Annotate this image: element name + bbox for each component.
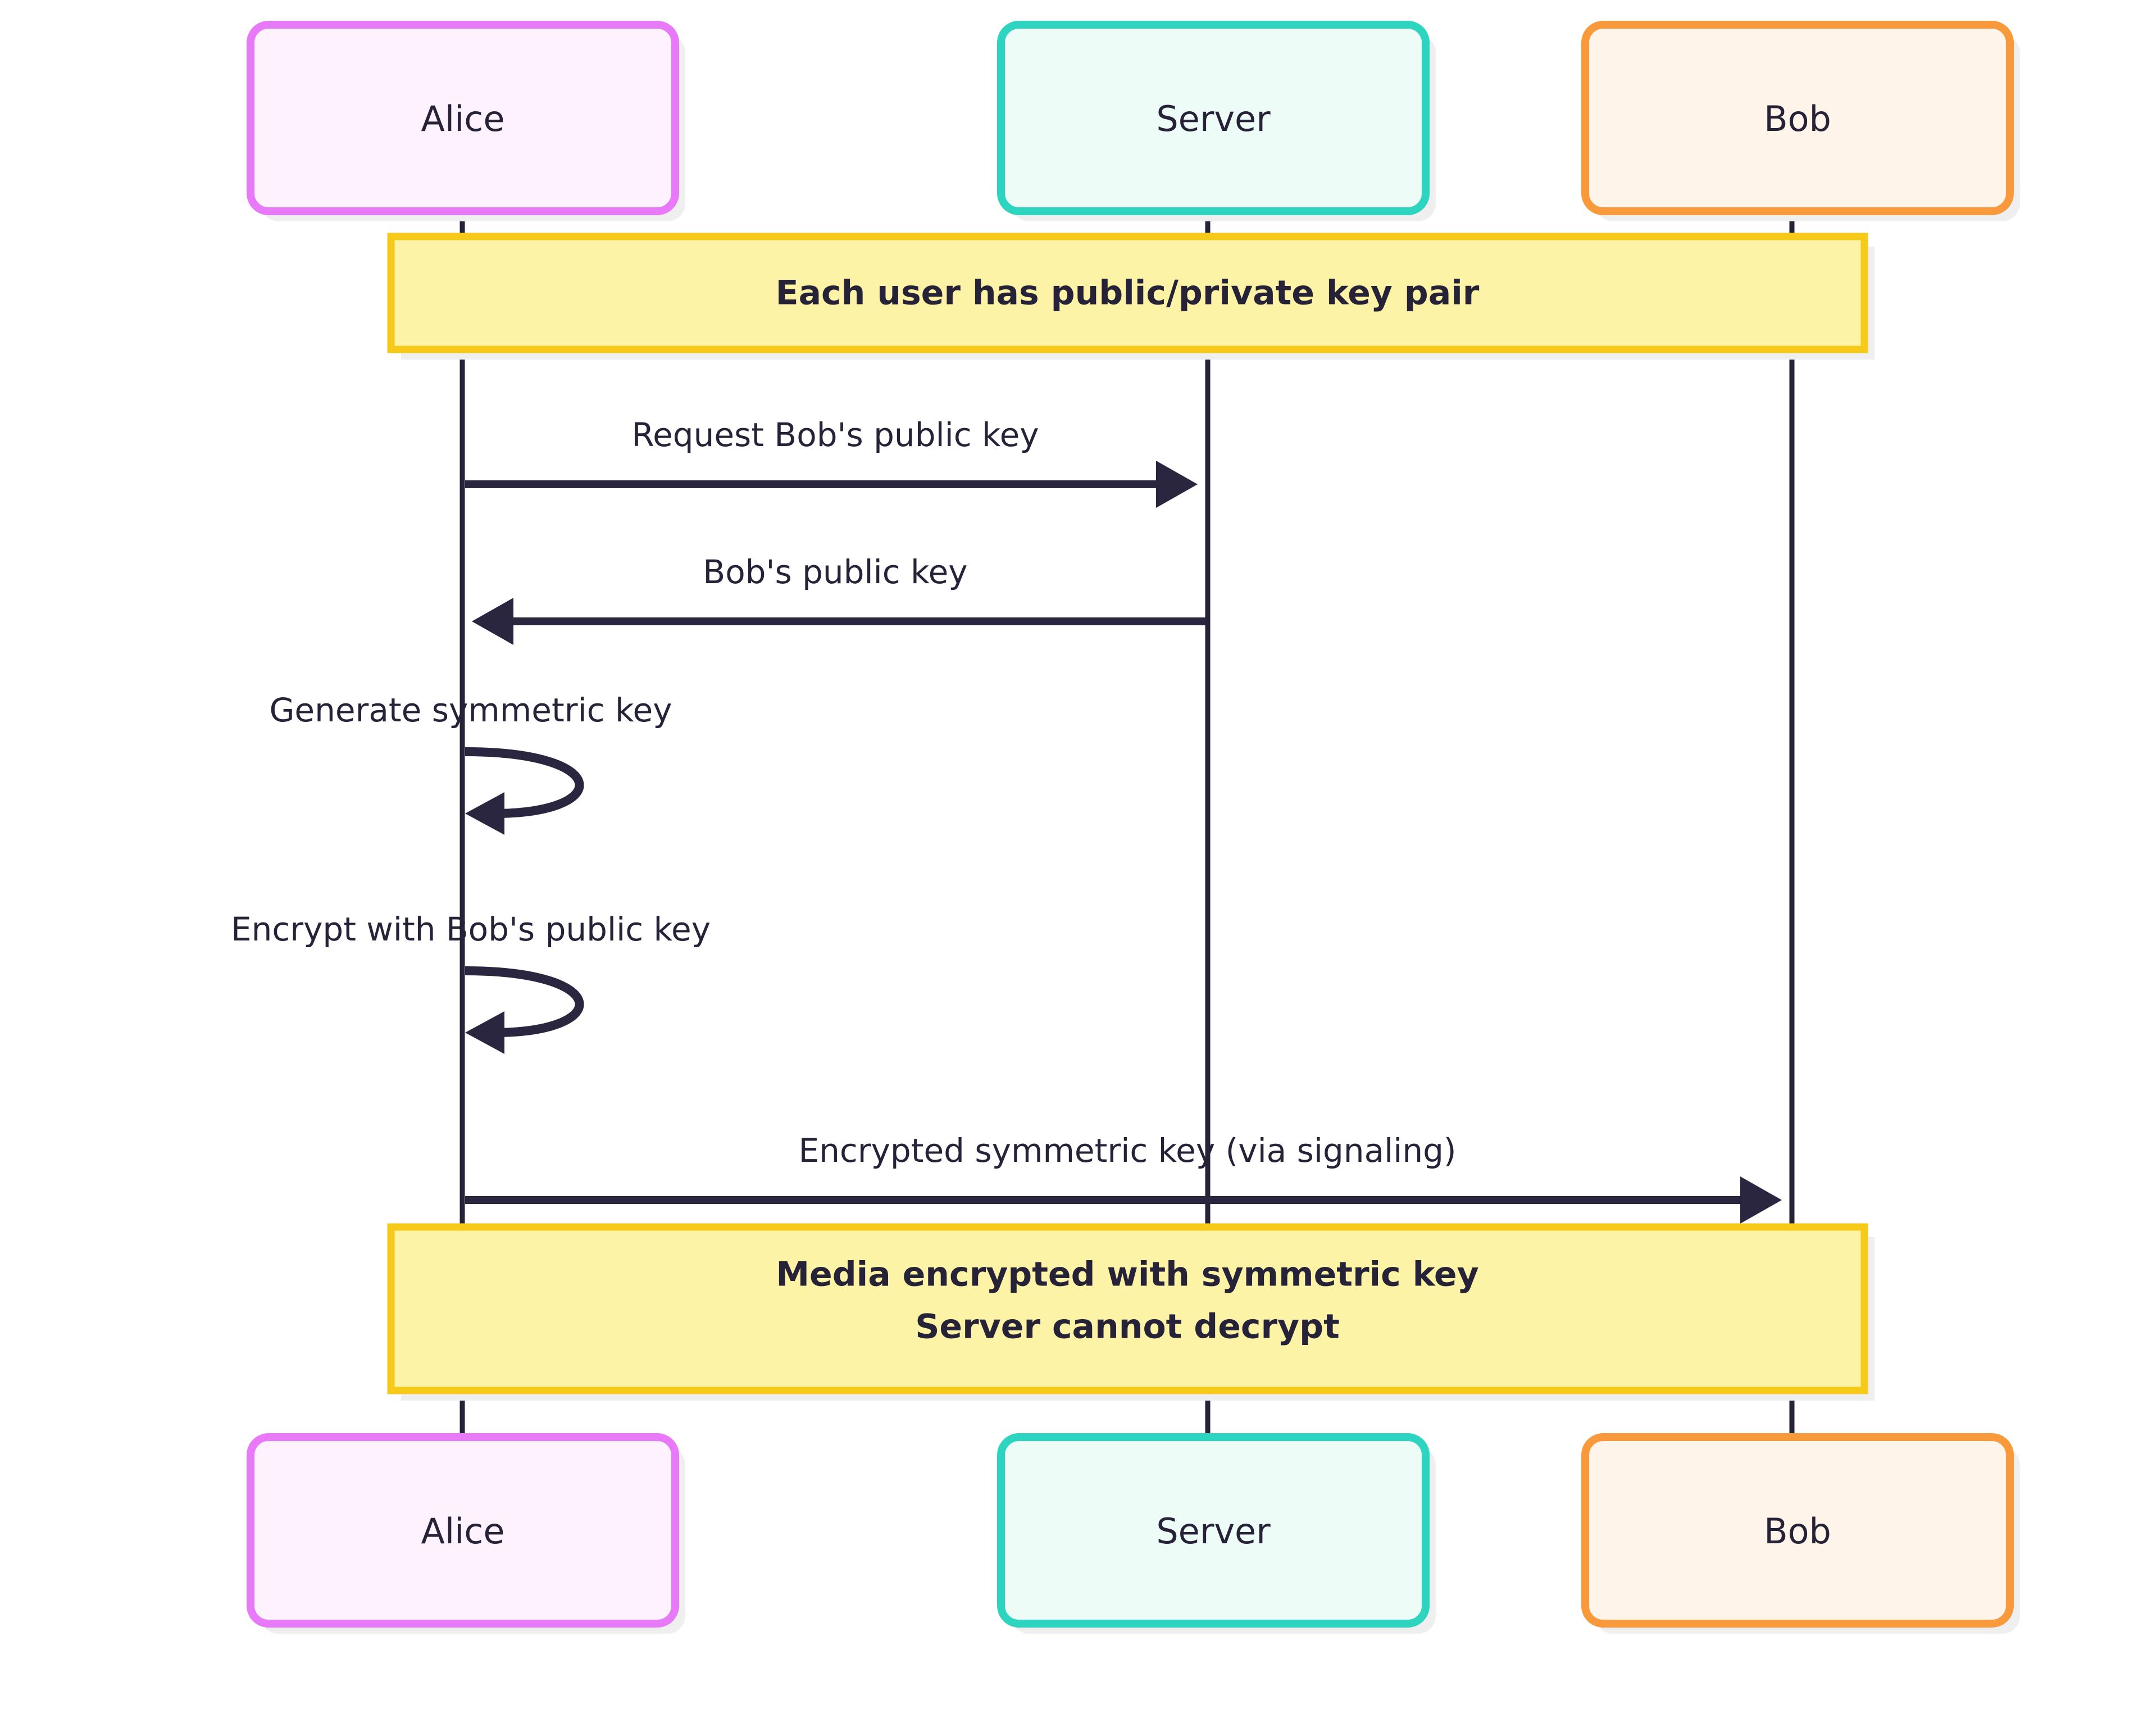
actor-box-bottom-server[interactable]: Server [997,1433,1436,1634]
actor-box-top-alice[interactable]: Alice [247,21,685,221]
arrowhead-left-icon [472,598,513,645]
message-label: Bob's public key [703,553,967,591]
note-text-line: Media encrypted with symmetric key [776,1255,1478,1294]
actor-box-top-bob[interactable]: Bob [1581,21,2020,221]
actor-box-top-server[interactable]: Server [997,21,1436,221]
note-rect [387,233,1868,353]
self-loop-path [465,747,584,818]
actor-label-alice: Alice [421,1511,504,1552]
actor-box-bottom-bob[interactable]: Bob [1581,1433,2020,1634]
message-label: Encrypted symmetric key (via signaling) [798,1131,1456,1170]
arrowhead-right-icon [1156,461,1198,508]
note-rect [387,1223,1868,1394]
note-text-line: Each user has public/private key pair [776,274,1480,313]
actor-label-server: Server [1156,98,1271,139]
message-request-bob-key: Request Bob's public key [465,416,1198,508]
message-bob-public-key: Bob's public key [472,553,1205,645]
actor-box-rect [247,1433,679,1628]
arrowhead-left-icon [465,1011,504,1054]
self-loop-path [465,966,584,1037]
message-label: Encrypt with Bob's public key [231,910,711,948]
message-label: Generate symmetric key [269,691,672,729]
actor-label-bob: Bob [1764,1511,1831,1552]
message-generate-symmetric-key: Generate symmetric key [269,691,672,835]
message-encrypted-symmetric-key: Encrypted symmetric key (via signaling) [465,1131,1782,1224]
message-label: Request Bob's public key [631,416,1039,454]
actor-box-rect [247,21,679,215]
actor-label-server: Server [1156,1511,1271,1552]
note-text-line: Server cannot decrypt [915,1307,1340,1347]
actor-label-bob: Bob [1764,98,1831,139]
actor-box-rect [1581,1433,2014,1628]
message-encrypt-with-bob-key: Encrypt with Bob's public key [231,910,711,1054]
actor-label-alice: Alice [421,98,504,139]
actor-box-rect [997,21,1430,215]
actor-box-rect [997,1433,1430,1628]
arrowhead-right-icon [1740,1176,1782,1224]
note-media-encrypted: Media encrypted with symmetric key Serve… [387,1223,1874,1401]
actor-box-bottom-alice[interactable]: Alice [247,1433,685,1634]
actor-box-rect [1581,21,2014,215]
arrowhead-left-icon [465,792,504,835]
note-key-pair: Each user has public/private key pair [387,233,1874,360]
